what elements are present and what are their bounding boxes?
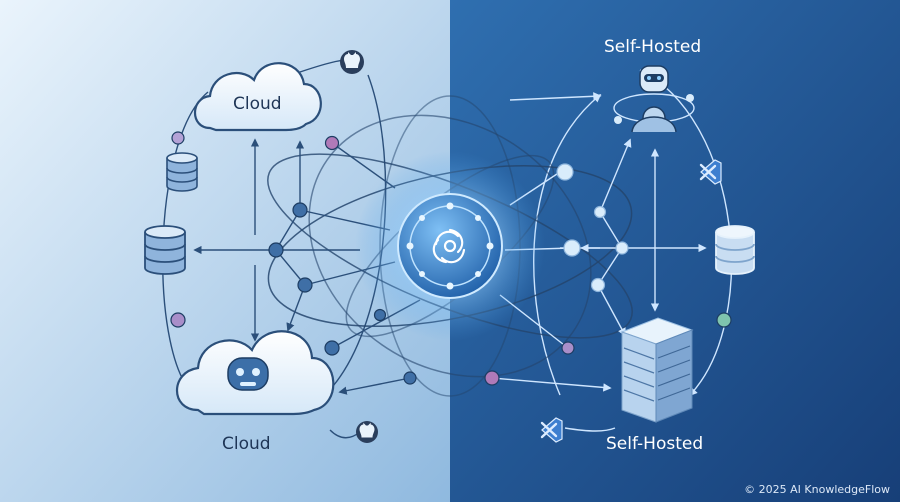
right-accent-nodes: [484, 312, 732, 386]
self-hosted-label-top: Self-Hosted: [604, 37, 702, 57]
database-icon: [144, 225, 186, 275]
robot-icon: [613, 65, 695, 133]
network-node: [593, 205, 607, 219]
network-node: [590, 277, 606, 293]
cloud-label-bottom: Cloud: [222, 434, 271, 454]
server-rack-icon: [620, 317, 694, 423]
network-node: [403, 371, 417, 385]
network-node: [484, 370, 500, 386]
cloud-icon: [175, 330, 335, 416]
vscode-icon: [540, 417, 563, 443]
vscode-icon: [699, 159, 722, 185]
network-node: [268, 242, 284, 258]
network-node: [324, 340, 340, 356]
network-node: [563, 239, 581, 257]
cloud-icon: [194, 62, 322, 132]
network-node: [561, 341, 575, 355]
network-node: [324, 135, 340, 151]
right-nodes: [556, 163, 629, 293]
copyright-text: © 2025 AI KnowledgeFlow: [744, 483, 890, 496]
network-node: [615, 241, 629, 255]
self-hosted-label-bottom: Self-Hosted: [606, 434, 704, 454]
left-accent-nodes: [170, 131, 340, 328]
network-node: [716, 312, 732, 328]
github-icon: [356, 421, 378, 443]
network-node: [297, 277, 313, 293]
robot-icon: [227, 357, 269, 391]
network-node: [292, 202, 308, 218]
network-node: [170, 312, 186, 328]
cloud-label-top: Cloud: [233, 94, 282, 114]
left-nodes: [268, 202, 417, 385]
network-node: [171, 131, 185, 145]
database-icon: [715, 225, 755, 275]
network-node: [556, 163, 574, 181]
github-icon: [340, 50, 364, 74]
ai-hub-icon: [355, 151, 545, 341]
network-node: [373, 308, 387, 322]
database-icon: [166, 152, 198, 192]
